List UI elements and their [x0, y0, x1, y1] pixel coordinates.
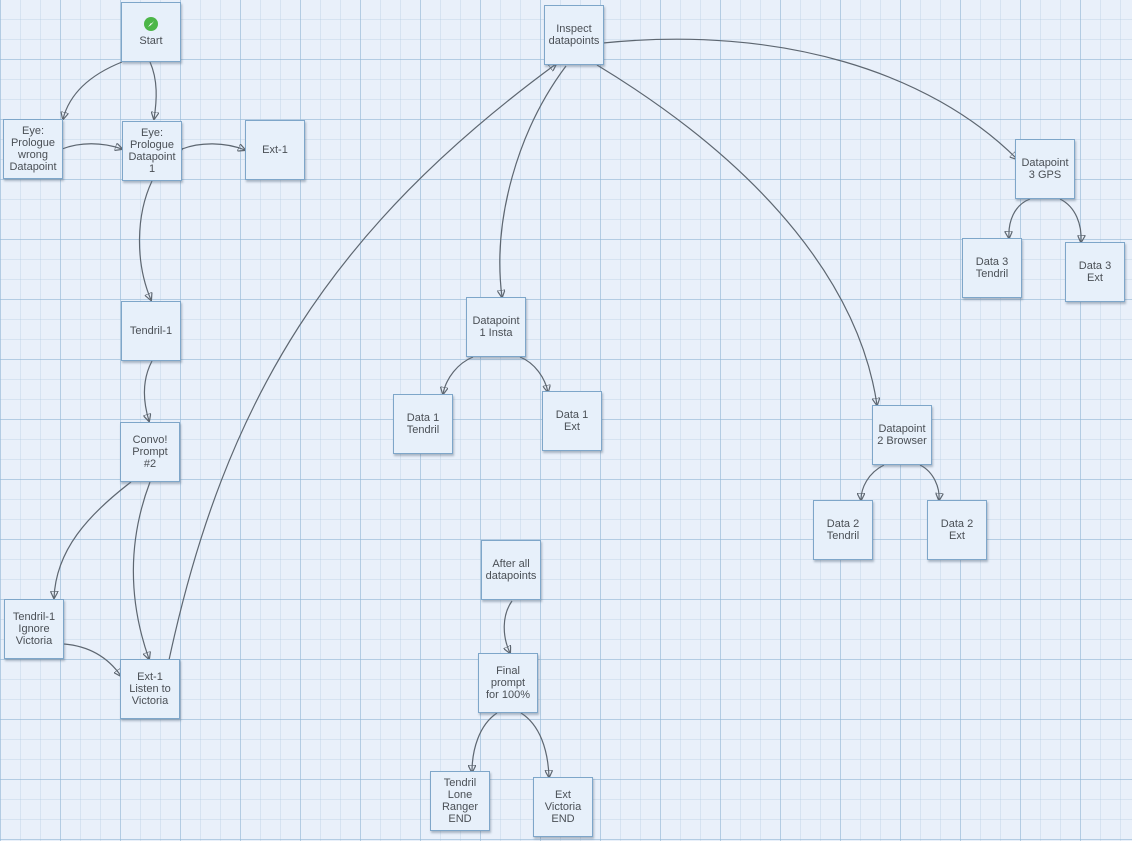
edge-tendril1-to-convo2: [144, 360, 153, 421]
node-label: Tendril-1 Ignore Victoria: [12, 611, 56, 647]
edge-eye-dp1-to-tendril1: [138, 180, 152, 300]
node-label: Eye: Prologue wrong Datapoint: [9, 125, 57, 173]
node-after-all-datapoints[interactable]: After all datapoints: [481, 540, 541, 600]
node-label: Datapoint 3 GPS: [1021, 157, 1069, 181]
node-data-2-ext[interactable]: Data 2 Ext: [927, 500, 987, 560]
node-final-prompt-100[interactable]: Final prompt for 100%: [478, 653, 538, 713]
node-label: Datapoint 2 Browser: [877, 423, 927, 447]
node-data-3-ext[interactable]: Data 3 Ext: [1065, 242, 1125, 302]
edge-inspect-to-dp2: [596, 64, 877, 405]
node-tendril-1[interactable]: Tendril-1: [121, 301, 181, 361]
node-label: Data 2 Tendril: [826, 518, 860, 542]
node-label: Final prompt for 100%: [485, 665, 531, 701]
node-label: Inspect datapoints: [548, 23, 600, 47]
node-inspect-datapoints[interactable]: Inspect datapoints: [544, 5, 604, 65]
edge-convo2-to-ext-listen: [132, 481, 150, 659]
edge-dp2-to-data2-tendril: [861, 464, 885, 500]
edge-dp1-to-data1-ext: [519, 356, 548, 392]
node-label: Ext-1 Listen to Victoria: [129, 671, 171, 707]
node-datapoint-1-insta[interactable]: Datapoint 1 Insta: [466, 297, 526, 357]
node-label: After all datapoints: [485, 558, 537, 582]
edge-start-to-eye-wrong: [63, 61, 123, 119]
node-label: Start: [139, 35, 163, 47]
edge-eye-wrong-to-eye-dp1: [61, 144, 122, 149]
node-datapoint-3-gps[interactable]: Datapoint 3 GPS: [1015, 139, 1075, 199]
node-tendril-1-ignore-victoria[interactable]: Tendril-1 Ignore Victoria: [4, 599, 64, 659]
node-data-3-tendril[interactable]: Data 3 Tendril: [962, 238, 1022, 298]
node-label: Ext-1: [262, 144, 288, 156]
node-data-1-tendril[interactable]: Data 1 Tendril: [393, 394, 453, 454]
edge-tendril-ignore-to-ext-listen: [63, 643, 121, 676]
edge-after-to-final: [504, 600, 513, 653]
node-data-2-tendril[interactable]: Data 2 Tendril: [813, 500, 873, 560]
node-ext-1-listen-to-victoria[interactable]: Ext-1 Listen to Victoria: [120, 659, 180, 719]
node-label: Convo! Prompt #2: [132, 434, 168, 470]
node-label: Datapoint 1 Insta: [472, 315, 520, 339]
edge-inspect-to-dp3: [602, 38, 1017, 159]
node-label: Data 1 Ext: [555, 409, 589, 433]
node-label: Data 3 Tendril: [975, 256, 1009, 280]
node-ext-victoria-end[interactable]: Ext Victoria END: [533, 777, 593, 837]
node-label: Tendril Lone Ranger END: [441, 777, 479, 825]
start-play-icon: [144, 17, 158, 31]
edge-final-to-ext-victoria: [520, 712, 549, 777]
edge-dp3-to-data3-tendril: [1009, 198, 1031, 238]
edge-eye-dp1-to-ext1: [182, 143, 245, 150]
edge-dp2-to-data2-ext: [919, 464, 939, 500]
node-label: Data 3 Ext: [1078, 260, 1112, 284]
node-datapoint-2-browser[interactable]: Datapoint 2 Browser: [872, 405, 932, 465]
edge-start-to-eye-dp1: [149, 61, 156, 119]
node-data-1-ext[interactable]: Data 1 Ext: [542, 391, 602, 451]
node-eye-prologue-wrong-datapoint[interactable]: Eye: Prologue wrong Datapoint: [3, 119, 63, 179]
node-convo-prompt-2[interactable]: Convo! Prompt #2: [120, 422, 180, 482]
node-label: Ext Victoria END: [544, 789, 582, 825]
node-label: Data 1 Tendril: [406, 412, 440, 436]
edge-final-to-tendril-lone: [472, 712, 498, 772]
edge-dp1-to-data1-tendril: [443, 356, 474, 394]
edge-inspect-to-dp1: [500, 65, 567, 297]
node-label: Data 2 Ext: [940, 518, 974, 542]
node-label: Eye: Prologue Datapoint 1: [128, 127, 176, 175]
edge-dp3-to-data3-ext: [1059, 198, 1081, 242]
edge-ext-listen-to-inspect: [168, 64, 556, 661]
node-label: Tendril-1: [129, 325, 173, 337]
node-eye-prologue-datapoint-1[interactable]: Eye: Prologue Datapoint 1: [122, 121, 182, 181]
edge-convo2-to-tendril-ignore: [54, 481, 132, 598]
node-tendril-lone-ranger-end[interactable]: Tendril Lone Ranger END: [430, 771, 490, 831]
node-ext-1[interactable]: Ext-1: [245, 120, 305, 180]
node-start[interactable]: Start: [121, 2, 181, 62]
